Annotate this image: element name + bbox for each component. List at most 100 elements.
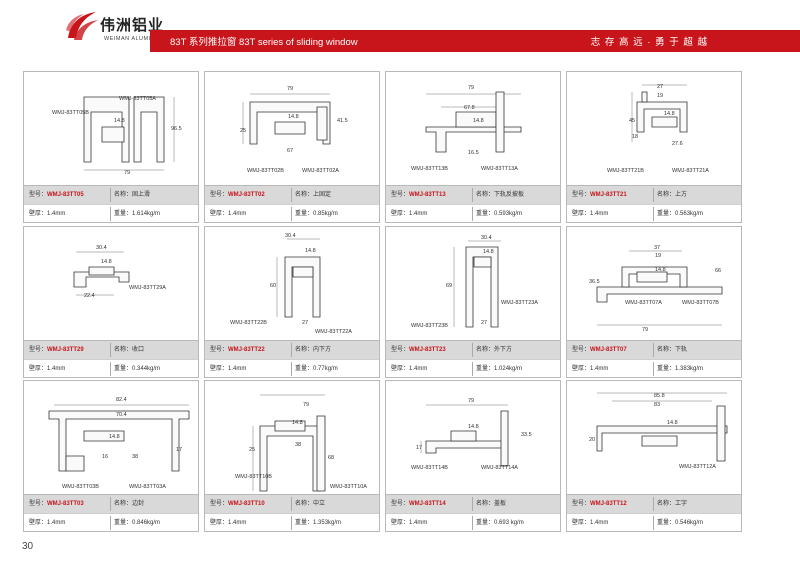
part-code-label: WMJ-83TT22B xyxy=(230,320,267,326)
profile-outline xyxy=(495,91,505,153)
unit-weight: 0.563kg/m xyxy=(675,211,704,217)
dimension-label: 36.5 xyxy=(589,279,600,285)
unit-weight: 1.353kg/m xyxy=(313,520,342,526)
profile-outline xyxy=(292,266,314,278)
profile-name: 收口 xyxy=(132,347,145,353)
part-code-label: WMJ-83TT13B xyxy=(411,166,448,172)
model-label: 型号： xyxy=(391,347,410,353)
dimension-label: 30.4 xyxy=(96,245,107,251)
brand-mark-icon xyxy=(66,12,98,40)
weight-label: 重量： xyxy=(657,211,676,217)
name-label: 名称： xyxy=(295,192,314,198)
thickness-label: 壁厚： xyxy=(572,366,591,372)
name-label: 名称： xyxy=(295,501,314,507)
weight-label: 重量： xyxy=(114,366,133,372)
brand-logo: 伟洲铝业 WEIMAN ALUMINIUM xyxy=(64,8,184,64)
dimension-label: 27 xyxy=(657,84,663,90)
profile-name: 工字 xyxy=(675,501,688,507)
model-code: WMJ-83TT03 xyxy=(47,501,84,507)
part-code-label: WMJ-83TT14A xyxy=(481,465,518,471)
dimension-label: 19 xyxy=(657,93,663,99)
profile-name: 下轨 xyxy=(675,347,688,353)
profile-outline xyxy=(651,116,678,128)
dimension-label: 27.6 xyxy=(672,141,683,147)
part-code-label: WMJ-83TT13A xyxy=(481,166,518,172)
profile-outline xyxy=(641,435,678,447)
name-label: 名称： xyxy=(476,501,495,507)
profile-outline xyxy=(101,126,125,143)
part-code-label: WMJ-83TT21A xyxy=(672,168,709,174)
profile-outline xyxy=(48,410,190,472)
weight-label: 重量： xyxy=(114,211,133,217)
profile-name: 中立 xyxy=(313,501,326,507)
dimension-label: 79 xyxy=(468,85,474,91)
dimension-label: 27 xyxy=(481,320,487,326)
unit-weight: 0.77kg/m xyxy=(313,366,338,372)
profile-name: 固上滑 xyxy=(132,192,151,198)
dimension-label: 17 xyxy=(416,445,422,451)
wall-thickness: 1.4mm xyxy=(47,211,66,217)
dimension-label: 18 xyxy=(632,134,638,140)
model-label: 型号： xyxy=(210,347,229,353)
model-label: 型号： xyxy=(572,192,591,198)
profile-outline xyxy=(83,96,130,163)
profile-outline xyxy=(596,425,728,452)
dimension-label: 38 xyxy=(295,442,301,448)
model-code: WMJ-83TT12 xyxy=(590,501,627,507)
dimension-label: 27 xyxy=(302,320,308,326)
profile-outline xyxy=(284,256,321,318)
dimension-label: 25 xyxy=(249,447,255,453)
wall-thickness: 1.4mm xyxy=(590,211,609,217)
dimension-label: 38 xyxy=(132,454,138,460)
wall-thickness: 1.4mm xyxy=(409,211,428,217)
model-code: WMJ-83TT13 xyxy=(409,192,446,198)
weight-label: 重量： xyxy=(295,366,314,372)
profile-name: 外下方 xyxy=(494,347,513,353)
thickness-label: 壁厚： xyxy=(29,211,48,217)
part-code-label: WMJ-83TT10A xyxy=(330,484,367,490)
model-code: WMJ-83TT10 xyxy=(228,501,265,507)
dimension-label: 41.5 xyxy=(337,118,348,124)
wall-thickness: 1.4mm xyxy=(47,520,66,526)
weight-label: 重量： xyxy=(476,366,495,372)
wall-thickness: 1.4mm xyxy=(228,366,247,372)
dimension-label: 14.8 xyxy=(655,267,666,273)
profile-name: 上固定 xyxy=(313,192,332,198)
dimension-label: 14.8 xyxy=(292,420,303,426)
name-label: 名称： xyxy=(476,192,495,198)
dimension-label: 14.8 xyxy=(114,118,125,124)
dimension-label: 14.8 xyxy=(468,424,479,430)
part-code-label: WMJ-83TT07B xyxy=(682,300,719,306)
dimension-label: 60 xyxy=(270,283,276,289)
dimension-label: 79 xyxy=(287,86,293,92)
unit-weight: 0.693 kg/m xyxy=(494,520,524,526)
dimension-label: 30.4 xyxy=(285,233,296,239)
